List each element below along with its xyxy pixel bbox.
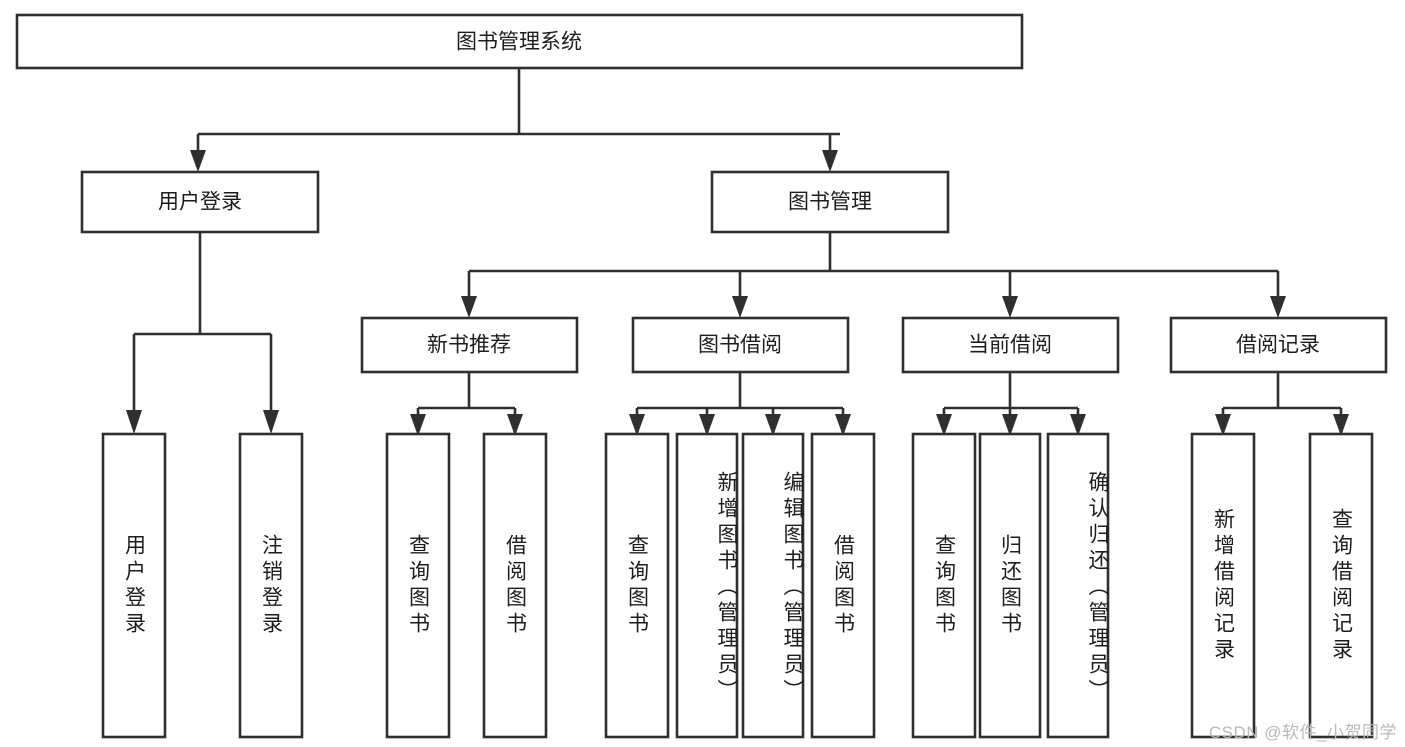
connector-user-login-to-leaves [126,232,279,434]
leaf-box-add-borrow-record[interactable] [1190,432,1256,739]
node-new-book-recommend-box[interactable] [360,316,579,374]
arrow-head-icon [263,410,279,434]
node-root-box[interactable] [15,13,1024,70]
leaf-box-confirm-return[interactable] [1046,432,1110,739]
node-book-management[interactable]: 图书管理 [710,170,950,234]
arrow-head-icon [822,150,838,172]
connector-borrow-record-to-leaves [1215,372,1349,436]
connector-root-to-level1 [190,68,840,172]
arrow-head-icon [126,410,142,434]
node-book-borrow[interactable]: 图书借阅 [631,316,850,374]
leaf-box-user-login[interactable] [101,432,167,739]
arrow-head-icon [1002,414,1018,436]
arrow-head-icon [835,414,851,436]
arrow-head-icon [1215,414,1231,436]
connector-new-book-to-leaves [410,372,523,436]
arrow-head-icon [1002,296,1018,318]
arrow-head-icon [629,414,645,436]
node-current-borrow-label: 当前借阅 [968,334,1052,357]
node-borrow-record-label: 借阅记录 [1236,334,1320,357]
node-root-label: 图书管理系统 [456,31,582,54]
leaf-box-borrow-book-1[interactable] [482,432,548,739]
arrow-head-icon [461,296,477,318]
connector-book-borrow-to-leaves [629,372,851,436]
leaf-box-logout[interactable] [238,432,304,739]
connector-current-borrow-to-leaves [936,372,1086,436]
arrow-head-icon [936,414,952,436]
arrow-head-icon [190,150,206,172]
leaf-box-query-borrow-record[interactable] [1308,432,1374,739]
connector-book-management-to-level2 [461,232,1286,318]
leaf-box-edit-book[interactable] [741,432,805,739]
node-current-borrow-box[interactable] [901,316,1120,374]
node-current-borrow[interactable]: 当前借阅 [901,316,1120,374]
leaf-box-return-book[interactable] [978,432,1042,739]
arrow-head-icon [765,414,781,436]
node-book-borrow-label: 图书借阅 [698,334,782,357]
arrow-head-icon [1270,296,1286,318]
csdn-watermark: CSDN @软件_小贺同学 [1208,723,1397,742]
leaf-box-borrow-book-2[interactable] [810,432,876,739]
arrow-head-icon [1070,414,1086,436]
node-book-management-label: 图书管理 [788,191,872,214]
arrow-head-icon [699,414,715,436]
arrow-head-icon [410,414,426,436]
node-root[interactable]: 图书管理系统 [15,13,1024,70]
node-new-book-recommend[interactable]: 新书推荐 [360,316,579,374]
arrow-head-icon [1333,414,1349,436]
leaf-box-query-book-2[interactable] [604,432,670,739]
node-new-book-recommend-label: 新书推荐 [427,334,511,357]
arrow-head-icon [507,414,523,436]
node-borrow-record[interactable]: 借阅记录 [1169,316,1388,374]
node-user-login-box[interactable] [80,170,320,234]
leaf-box-add-book[interactable] [675,432,739,739]
leaf-box-query-book-3[interactable] [911,432,977,739]
node-user-login-label: 用户登录 [158,191,242,214]
arrow-head-icon [732,296,748,318]
leaf-box-query-book-1[interactable] [385,432,451,739]
node-user-login[interactable]: 用户登录 [80,170,320,234]
